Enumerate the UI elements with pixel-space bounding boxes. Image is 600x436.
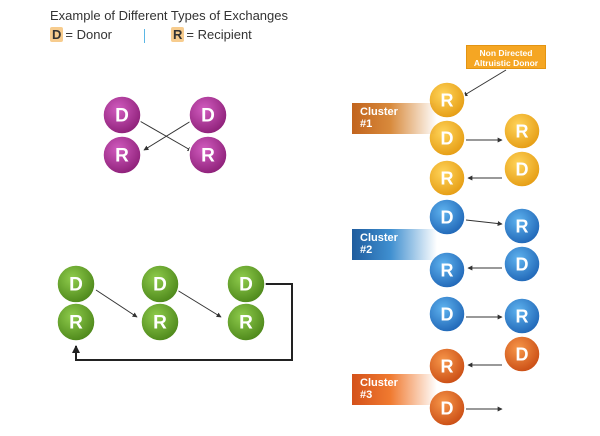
legend-donor-text: = Donor	[65, 27, 113, 42]
c2-right-2-donor-node: D	[503, 245, 541, 283]
node-letter: D	[516, 255, 529, 275]
swap-arrow-right-to-left	[143, 120, 192, 151]
legend-separator	[144, 29, 145, 43]
chain-3-donor-node: D	[226, 264, 266, 304]
c3-left-2-donor-node: D	[428, 389, 466, 427]
c2-right-1-recipient-node: R	[503, 207, 541, 245]
node-letter: R	[516, 122, 529, 142]
legend-recipient: R= Recipient	[171, 27, 252, 42]
cluster-3-label-line2: #3	[360, 389, 373, 401]
ndad-label-line1: Non Directed	[479, 48, 533, 58]
cluster-2-label-line1: Cluster	[360, 232, 398, 244]
node-letter: D	[441, 305, 454, 325]
node-letter: D	[441, 399, 454, 419]
swap-right-top-donor-node: D	[188, 95, 228, 135]
node-letter: D	[441, 208, 454, 228]
node-letter: D	[239, 275, 253, 296]
legend-recipient-text: = Recipient	[186, 27, 252, 42]
cluster-1-label-line1: Cluster	[360, 106, 398, 118]
cluster-2-label: Cluster #2	[352, 229, 437, 260]
page-title: Example of Different Types of Exchanges	[50, 8, 288, 23]
c2-left-2-recipient-node: R	[428, 251, 466, 289]
chain-2-recipient-node: R	[140, 302, 180, 342]
c3-left-1-recipient-node: R	[428, 347, 466, 385]
node-letter: D	[516, 345, 529, 365]
node-letter: R	[69, 313, 83, 334]
legend-donor: D= Donor	[50, 27, 112, 42]
cluster-3-label-line1: Cluster	[360, 377, 398, 389]
cluster-1-label-line2: #1	[360, 118, 373, 130]
swap-left-top-donor-node: D	[102, 95, 142, 135]
c1-left-2-donor-node: D	[428, 119, 466, 157]
ndad-label-line2: Altruistic Donor	[473, 58, 539, 68]
c2-left-3-donor-node: D	[428, 295, 466, 333]
chain-1-recipient-node: R	[56, 302, 96, 342]
node-letter: R	[441, 169, 454, 189]
node-letter: R	[441, 91, 454, 111]
node-letter: R	[441, 261, 454, 281]
chain-arrow-1-2	[95, 289, 138, 318]
legend-recipient-key: R	[171, 27, 185, 42]
ndad-label: Non Directed Altruistic Donor	[466, 45, 546, 69]
chain-1-donor-node: D	[56, 264, 96, 304]
swap-right-bottom-recipient-node: R	[188, 135, 228, 175]
node-letter: R	[201, 146, 215, 167]
node-letter: D	[441, 129, 454, 149]
cluster-1-label: Cluster #1	[352, 103, 437, 134]
chain-3-recipient-node: R	[226, 302, 266, 342]
node-letter: D	[115, 106, 129, 127]
node-letter: R	[516, 217, 529, 237]
swap-left-bottom-recipient-node: R	[102, 135, 142, 175]
c1-right-1-recipient-node: R	[503, 112, 541, 150]
node-letter: R	[115, 146, 129, 167]
c1-left-1-recipient-node: R	[428, 81, 466, 119]
c1-right-2-donor-node: D	[503, 150, 541, 188]
ndad-pointer-arrow	[462, 69, 507, 97]
node-letter: D	[201, 106, 215, 127]
swap-arrow-left-to-right	[137, 119, 193, 152]
node-letter: R	[153, 313, 167, 334]
node-letter: D	[516, 160, 529, 180]
c2-left-1-donor-node: D	[428, 198, 466, 236]
chain-return-arrow	[72, 283, 293, 361]
chain-2-donor-node: D	[140, 264, 180, 304]
node-letter: R	[239, 313, 253, 334]
node-letter: R	[516, 307, 529, 327]
node-letter: R	[441, 357, 454, 377]
chain-arrow-2-3	[176, 289, 222, 318]
c1-left-3-recipient-node: R	[428, 159, 466, 197]
c2-arrow-out-1	[465, 219, 503, 227]
c2-right-3-recipient-node: R	[503, 297, 541, 335]
cluster-2-label-line2: #2	[360, 244, 373, 256]
node-letter: D	[153, 275, 167, 296]
c3-right-1-donor-node: D	[503, 335, 541, 373]
legend-donor-key: D	[50, 27, 64, 42]
cluster-3-label: Cluster #3	[352, 374, 437, 405]
node-letter: D	[69, 275, 83, 296]
